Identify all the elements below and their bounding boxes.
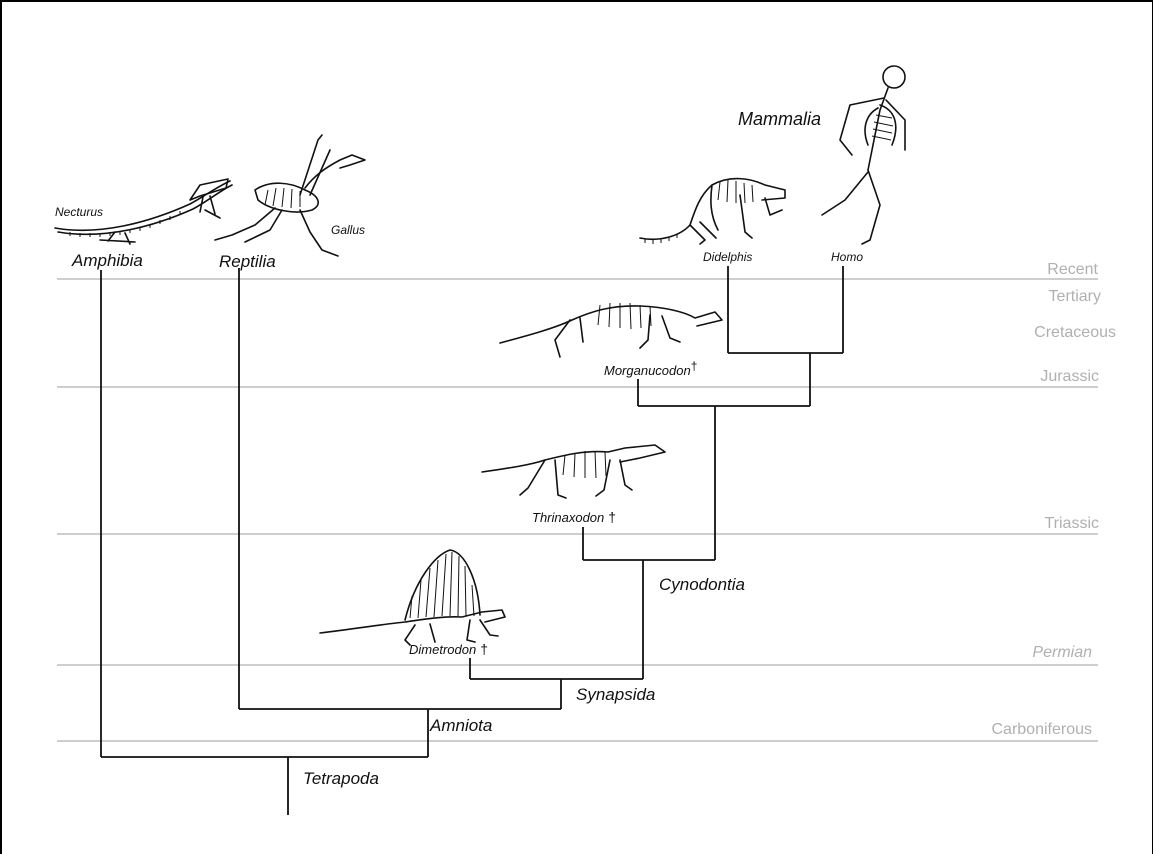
cynodontia-node [582, 406, 716, 561]
period-recent: Recent [1047, 261, 1098, 278]
amniota-node [238, 268, 562, 710]
taxon-gallus: Gallus [331, 223, 365, 237]
taxon-morganucodon: Morganucodon† [604, 359, 697, 378]
taxon-thrinaxodon: Thrinaxodon † [532, 509, 616, 525]
thrinaxodon-skeleton-illustration [481, 444, 666, 499]
taxon-didelphis: Didelphis [703, 250, 752, 264]
clade-tetrapoda: Tetrapoda [303, 769, 379, 788]
gallus-skeleton-illustration [214, 134, 366, 257]
taxon-labels: Amphibia Reptilia Necturus Gallus Didelp… [55, 205, 863, 657]
taxon-necturus: Necturus [55, 205, 103, 219]
dimetrodon-skeleton-illustration [319, 549, 506, 646]
mammalia-node [727, 266, 844, 354]
extinct-dagger-thrinaxodon: † [608, 509, 616, 525]
taxon-amphibia: Amphibia [71, 251, 143, 270]
taxon-dimetrodon-name: Dimetrodon [409, 642, 476, 657]
taxon-dimetrodon: Dimetrodon † [409, 641, 488, 657]
clade-mammalia: Mammalia [738, 109, 821, 129]
period-triassic: Triassic [1044, 515, 1099, 532]
taxon-thrinaxodon-name: Thrinaxodon [532, 510, 604, 525]
didelphis-skeleton-illustration [639, 177, 786, 245]
taxon-reptilia: Reptilia [219, 252, 276, 271]
extinct-dagger-dimetrodon: † [480, 641, 488, 657]
taxon-homo: Homo [831, 250, 863, 264]
synapsida-node [469, 560, 644, 680]
clade-amniota: Amniota [429, 716, 492, 735]
extinct-dagger-morganucodon: † [691, 359, 698, 373]
period-permian: Permian [1032, 644, 1092, 661]
period-cretaceous: Cretaceous [1034, 324, 1116, 341]
clade-cynodontia: Cynodontia [659, 575, 745, 594]
tetrapoda-node [100, 270, 429, 815]
mammaliaformes-node [637, 353, 811, 407]
cladogram-branches [100, 266, 844, 815]
clade-labels: Mammalia Cynodontia Synapsida Amniota Te… [303, 109, 821, 788]
clade-synapsida: Synapsida [576, 685, 655, 704]
necturus-skeleton-illustration [54, 178, 233, 245]
timeline-lines [57, 278, 1098, 742]
taxon-morganucodon-name: Morganucodon [604, 363, 691, 378]
morganucodon-skeleton-illustration [499, 302, 723, 358]
period-carboniferous: Carboniferous [992, 721, 1093, 738]
period-tertiary: Tertiary [1049, 288, 1101, 305]
period-jurassic: Jurassic [1040, 368, 1099, 385]
homo-skeleton-illustration [821, 65, 906, 245]
period-labels: Recent Tertiary Cretaceous Jurassic Tria… [992, 261, 1117, 738]
